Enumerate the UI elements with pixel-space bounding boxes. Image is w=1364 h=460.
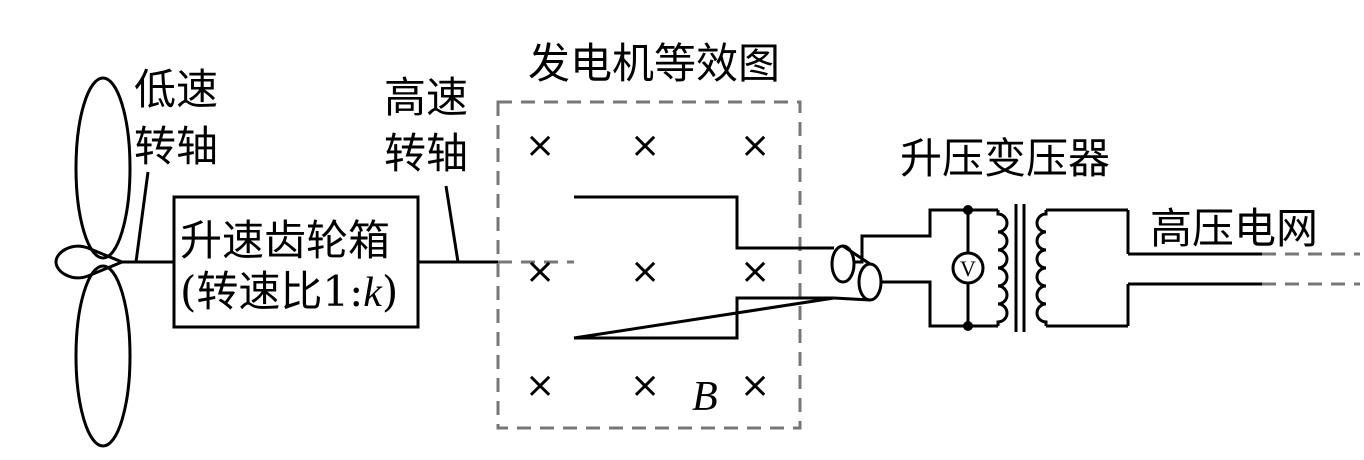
slip-ring-bottom-edge xyxy=(833,296,871,302)
field-cross: × xyxy=(525,365,555,406)
junction-dot xyxy=(963,205,973,215)
field-symbol-b: B xyxy=(692,374,718,420)
grid-label: 高压电网 xyxy=(1150,204,1318,253)
field-cross: × xyxy=(740,365,770,406)
field-cross: × xyxy=(525,125,555,166)
secondary-coil xyxy=(1035,210,1048,326)
slip-ring-top-edge xyxy=(842,244,871,266)
generator-label: 发电机等效图 xyxy=(528,39,780,88)
rotor-hub xyxy=(54,244,126,280)
magnetic-field-region xyxy=(496,100,802,430)
junction-dot xyxy=(963,321,973,331)
high-speed-shaft-label-2: 转轴 xyxy=(384,129,468,178)
primary-coil xyxy=(996,210,1009,326)
voltmeter-symbol: V xyxy=(960,256,976,281)
field-cross: × xyxy=(630,251,660,292)
gearbox-ratio-prefix: (转速比1: xyxy=(180,267,363,316)
gearbox-ratio-label: (转速比1:k) xyxy=(180,267,398,316)
field-crosses: × × × × × × × × × xyxy=(525,125,770,406)
field-cross: × xyxy=(630,125,660,166)
lower-blade xyxy=(74,264,132,448)
low-speed-shaft-label-2: 转轴 xyxy=(134,122,218,171)
upper-blade xyxy=(74,76,132,260)
generator-coil xyxy=(573,195,835,340)
voltmeter xyxy=(951,251,985,285)
field-cross: × xyxy=(525,251,555,292)
wire-top xyxy=(854,208,968,264)
high-speed-shaft-label-1: 高速 xyxy=(384,73,468,122)
high-speed-shaft-pointer xyxy=(444,185,460,263)
gearbox-ratio-k: k xyxy=(363,270,383,316)
gearbox-label: 升速齿轮箱 xyxy=(180,216,390,265)
field-cross: × xyxy=(740,125,770,166)
field-cross: × xyxy=(740,251,770,292)
low-speed-shaft-pointer xyxy=(134,171,150,263)
transformer-label: 升压变压器 xyxy=(900,134,1110,183)
wire-bottom xyxy=(881,280,968,328)
turbine-rotor xyxy=(54,76,132,448)
slip-ring-2 xyxy=(857,262,883,302)
field-cross: × xyxy=(630,365,660,406)
gearbox-ratio-suffix: ) xyxy=(382,267,398,316)
low-speed-shaft-label-1: 低速 xyxy=(134,65,218,114)
transformer: V xyxy=(951,204,1130,332)
